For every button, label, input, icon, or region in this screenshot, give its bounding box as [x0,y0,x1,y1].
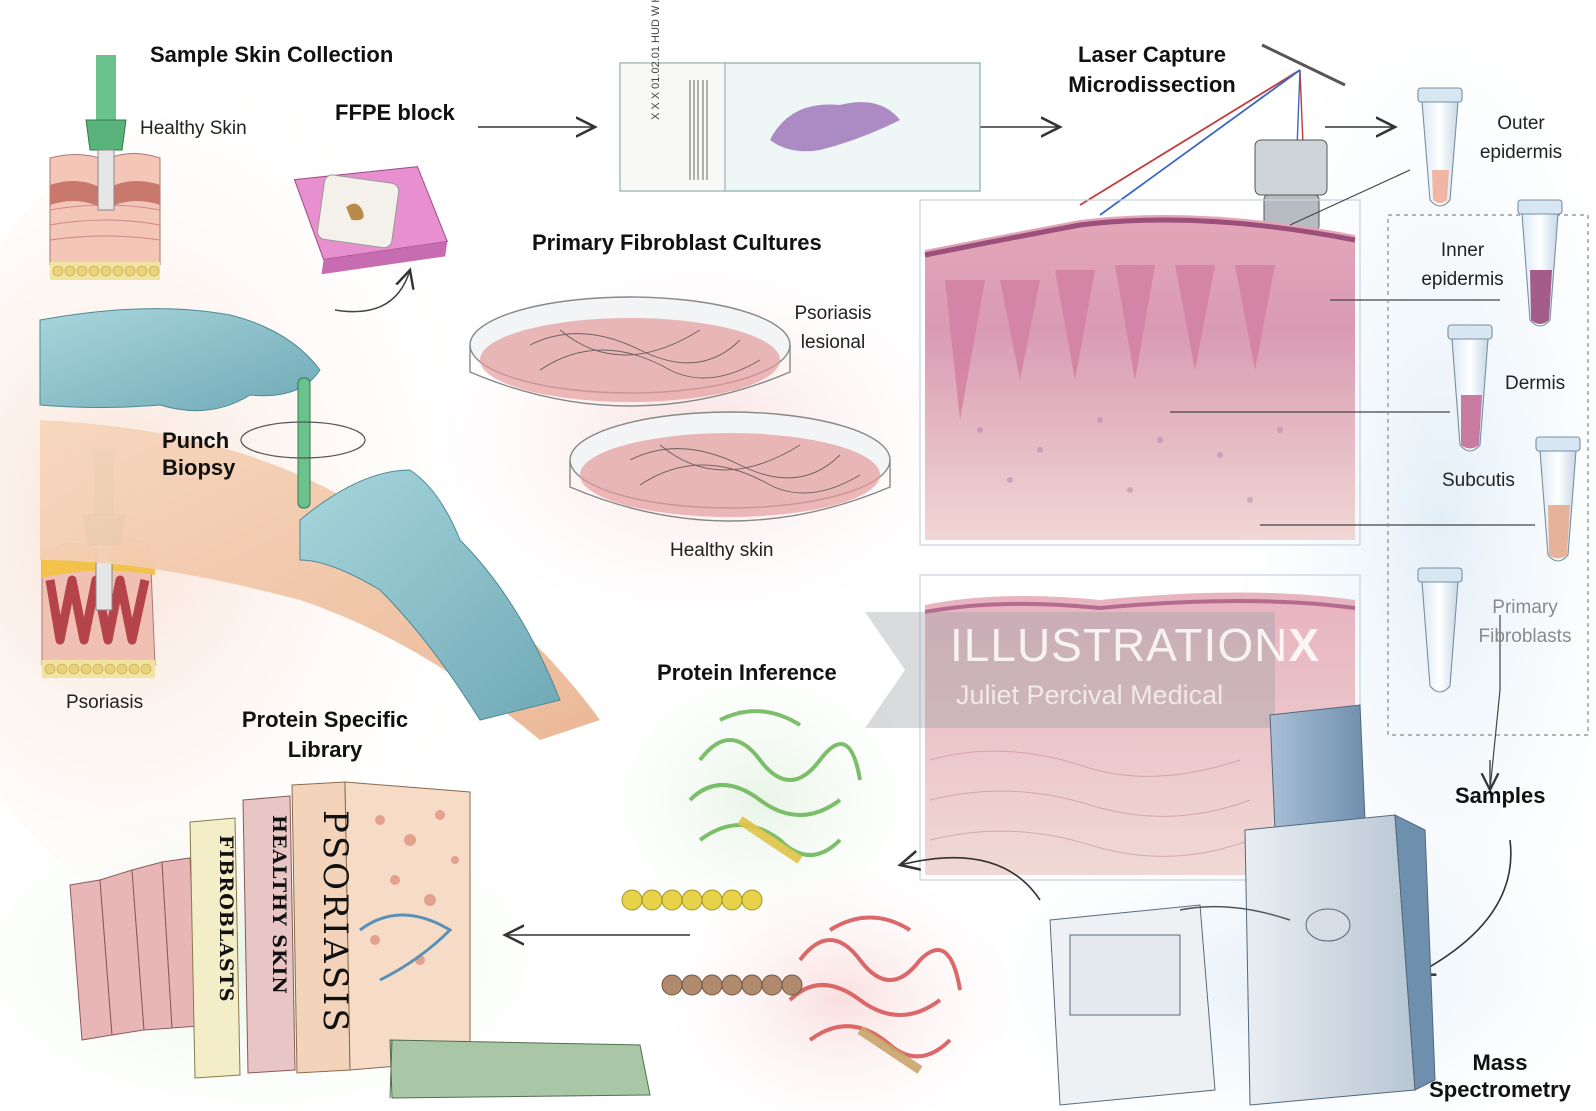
step-samples: Samples [1455,783,1546,809]
watermark-brand-mark: X [1288,619,1320,671]
step-laser-capture-line1: Laser Capture [1057,42,1247,68]
slide-label-text: X X X 01.02.01 HUD W HE1-2 T [650,0,662,120]
label-psoriasis-lesional-line1: Psoriasis [788,303,878,325]
step-sample-skin-collection: Sample Skin Collection [150,42,393,68]
tube-label-outer-epidermis-line2: epidermis [1466,142,1576,164]
step-protein-library-line1: Protein Specific [225,707,425,733]
tube-label-subcutis: Subcutis [1442,470,1515,492]
tube-label-primary-fibroblasts-line2: Fibroblasts [1470,626,1580,648]
step-mass-spectrometry-line2: Spectrometry [1420,1077,1580,1103]
tissue-section-top [920,200,1360,545]
label-psoriasis: Psoriasis [66,692,143,714]
step-mass-spectrometry-line1: Mass [1420,1050,1580,1076]
watermark-brand: ILLUSTRATIONX [950,618,1320,672]
step-laser-capture-line2: Microdissection [1057,72,1247,98]
book-spine-psoriasis: PSORIASIS [315,810,355,1035]
label-psoriasis-lesional-line2: lesional [788,332,878,354]
step-punch-biopsy-line1: Punch [162,428,229,454]
tube-label-outer-epidermis-line1: Outer [1466,113,1576,135]
watermark-credit: Juliet Percival Medical [956,680,1223,711]
tube-label-dermis: Dermis [1505,373,1565,395]
glass-slide [620,63,980,191]
tube-label-primary-fibroblasts-line1: Primary [1470,597,1580,619]
tube-label-inner-epidermis-line1: Inner [1405,240,1520,262]
tube-label-inner-epidermis-line2: epidermis [1405,269,1520,291]
step-primary-fibroblast-cultures: Primary Fibroblast Cultures [532,230,822,256]
step-ffpe-block: FFPE block [335,100,455,126]
book-spine-fibroblasts: FIBROBLASTS [215,835,237,1003]
watermark-brand-text: ILLUSTRATION [950,619,1288,671]
book-spine-healthy-skin: HEALTHY SKIN [268,815,290,995]
step-protein-inference: Protein Inference [657,660,837,686]
step-punch-biopsy-line2: Biopsy [162,455,235,481]
label-healthy-skin-culture: Healthy skin [670,540,774,562]
step-protein-library-line2: Library [225,737,425,763]
label-healthy-skin: Healthy Skin [140,118,247,140]
